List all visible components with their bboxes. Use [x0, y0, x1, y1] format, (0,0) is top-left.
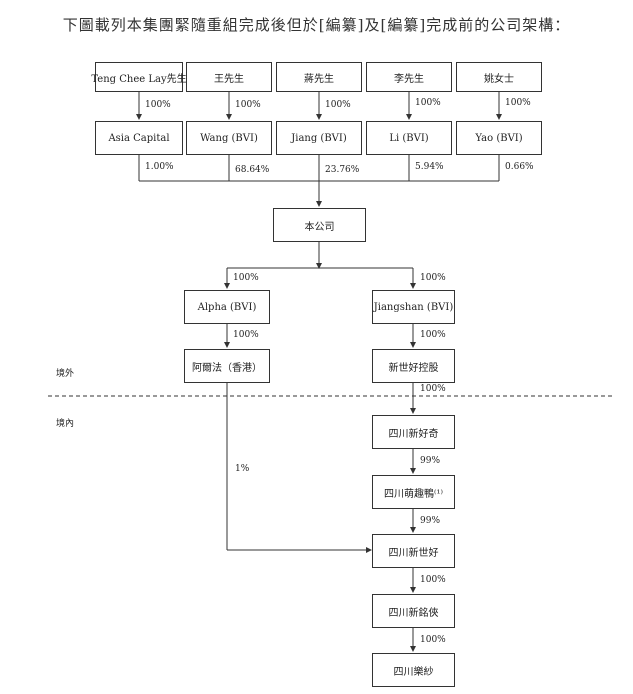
ownership-pct: 100%: [420, 575, 446, 585]
jiangshan-sub-box: 新世好控股: [372, 349, 455, 383]
holdco-box: Yao (BVI): [456, 121, 542, 155]
ownership-pct: 100%: [415, 98, 441, 108]
onshore-label: 境內: [56, 419, 75, 429]
ownership-pct: 100%: [420, 384, 446, 394]
company-box: 本公司: [273, 208, 366, 242]
ownership-pct: 100%: [505, 98, 531, 108]
onshore-entity-box: 四川新銘俠: [372, 594, 455, 628]
holdco-box: Jiang (BVI): [276, 121, 362, 155]
holdco-box: Li (BVI): [366, 121, 452, 155]
onshore-entity-box: 四川樂紗: [372, 653, 455, 687]
onshore-entity-box: 四川新好奇: [372, 415, 455, 449]
alpha-bvi-box: Alpha (BVI): [184, 290, 270, 324]
jiangshan-bvi-box: Jiangshan (BVI): [372, 290, 455, 324]
ownership-pct: 100%: [325, 100, 351, 110]
onshore-entity-box: 四川萌趣鴨⁽¹⁾: [372, 475, 455, 509]
ownership-pct: 1%: [235, 464, 250, 474]
page-title: 下圖載列本集團緊隨重組完成後但於[編纂]及[編纂]完成前的公司架構：: [62, 16, 571, 34]
ownership-pct: 100%: [145, 100, 171, 110]
shareholder-box: Teng Chee Lay先生: [91, 62, 187, 92]
shareholder-box: 蔣先生: [276, 62, 362, 92]
ownership-pct: 0.66%: [505, 162, 534, 172]
ownership-pct: 100%: [233, 330, 259, 340]
ownership-pct: 99%: [420, 456, 441, 466]
ownership-pct: 23.76%: [325, 165, 360, 175]
ownership-pct: 99%: [420, 516, 441, 526]
ownership-pct: 100%: [233, 273, 259, 283]
onshore-entity-box: 四川新世好: [372, 534, 455, 568]
ownership-pct: 100%: [420, 330, 446, 340]
shareholder-box: 姚女士: [456, 62, 542, 92]
holdco-box: Asia Capital: [95, 121, 183, 155]
ownership-pct: 100%: [420, 273, 446, 283]
ownership-pct: 100%: [420, 635, 446, 645]
shareholder-box: 王先生: [186, 62, 272, 92]
alpha-hk-box: 阿爾法（香港）: [184, 349, 270, 383]
shareholder-box: 李先生: [366, 62, 452, 92]
holdco-box: Wang (BVI): [186, 121, 272, 155]
ownership-pct: 68.64%: [235, 165, 270, 175]
ownership-pct: 5.94%: [415, 162, 444, 172]
offshore-label: 境外: [56, 369, 75, 379]
ownership-pct: 1.00%: [145, 162, 174, 172]
ownership-pct: 100%: [235, 100, 261, 110]
